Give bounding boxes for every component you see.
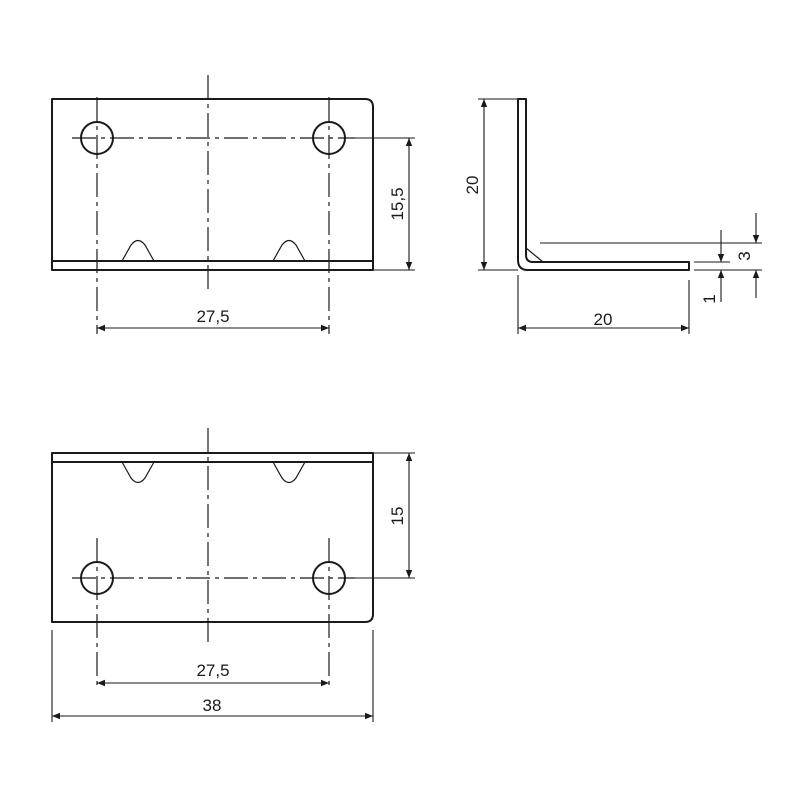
bottom-view-dim-width-label: 38 (203, 696, 222, 715)
top-view-rib-right (272, 239, 306, 262)
side-view-rib (525, 247, 544, 263)
bottom-view-dim-height-label: 15 (388, 507, 407, 526)
side-view: 20 20 1 3 (463, 98, 762, 334)
bottom-view-rib-right (272, 461, 306, 484)
top-view-rib-left (121, 239, 155, 262)
bottom-view-rib-left (121, 461, 155, 484)
top-view-outline (51, 98, 374, 271)
top-view: 27,5 15,5 (51, 75, 415, 334)
side-view-dim-thickness-label: 1 (700, 294, 719, 303)
bottom-view: 27,5 38 15 (51, 428, 415, 722)
side-view-dim-rib-label: 3 (735, 251, 754, 260)
side-view-profile (517, 98, 690, 271)
side-view-dim-width-label: 20 (594, 310, 613, 329)
top-view-dim-height-label: 15,5 (388, 187, 407, 220)
side-view-dim-height-label: 20 (463, 176, 482, 195)
bottom-view-dim-hole-spacing-label: 27,5 (196, 661, 229, 680)
bottom-view-outline (51, 452, 374, 623)
top-view-dim-hole-spacing-label: 27,5 (196, 307, 229, 326)
